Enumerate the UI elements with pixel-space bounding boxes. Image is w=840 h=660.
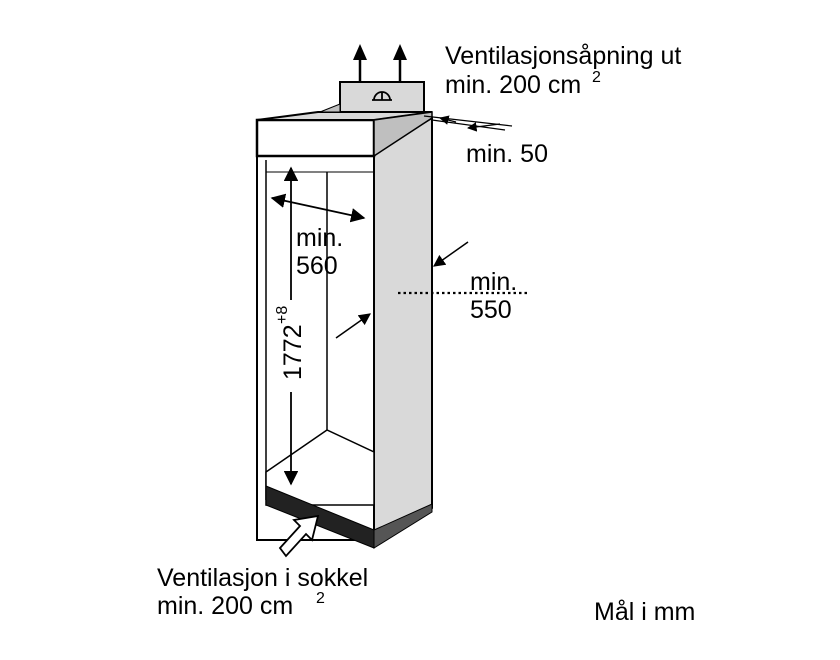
width-value-label: 560 [296, 252, 338, 280]
fan-icon [372, 91, 392, 101]
top-rail [255, 118, 376, 158]
air-out-arrows [353, 44, 407, 82]
width-min-label: min. [296, 224, 343, 252]
depth-min-label: min. [470, 268, 517, 296]
cabinet-side-panel [373, 116, 433, 542]
units-note: Mål i mm [594, 598, 695, 626]
svg-text:2: 2 [592, 69, 601, 86]
svg-text:1772: 1772 [279, 324, 307, 380]
svg-text:2: 2 [316, 590, 325, 607]
arrow-up-icon [353, 44, 367, 60]
vent-in-amount: min. 200 cm [157, 592, 293, 620]
vent-out-label: Ventilasjonsåpning ut [445, 42, 681, 70]
vent-out-amount: min. 200 cm [445, 71, 581, 99]
depth-value-label: 550 [470, 296, 512, 324]
width-dimension [270, 193, 366, 223]
height-label: 1772 +8 [274, 306, 307, 380]
vent-in-label: Ventilasjon i sokkel [157, 564, 368, 592]
air-in-arrow-icon [278, 514, 320, 558]
gap-min-label: min. 50 [466, 140, 548, 168]
svg-text:+8: +8 [274, 306, 291, 324]
arrow-up-icon [393, 44, 407, 60]
